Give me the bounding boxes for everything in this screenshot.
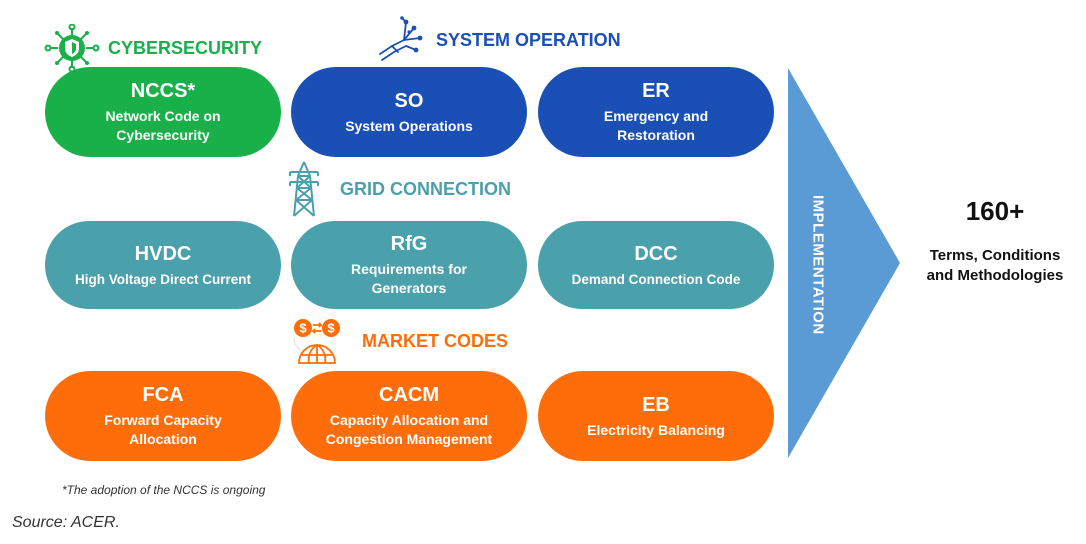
code-abbreviation: HVDC — [134, 242, 192, 265]
heading-market-codes: $ $ MARKET CODES — [292, 317, 508, 365]
code-abbreviation: CACM — [379, 384, 439, 406]
implementation-arrow — [788, 68, 900, 458]
source-note: Source: ACER. — [12, 514, 120, 531]
heading-label: SYSTEM OPERATION — [436, 29, 621, 50]
code-abbreviation: FCA — [142, 384, 184, 406]
heading-label: CYBERSECURITY — [108, 37, 263, 58]
code-card-rfg: RfG Requirements for Generators — [291, 221, 527, 309]
heading-system-operation: SYSTEM OPERATION — [376, 16, 621, 64]
code-card-er: ER Emergency and Restoration — [538, 67, 774, 157]
code-abbreviation: ER — [642, 80, 670, 102]
currency-exchange-globe-icon: $ $ — [293, 319, 340, 364]
code-abbreviation: DCC — [634, 242, 678, 265]
code-card-hvdc: HVDC High Voltage Direct Current — [45, 221, 281, 309]
heading-label: GRID CONNECTION — [340, 178, 511, 199]
code-card-eb: EB Electricity Balancing — [538, 371, 774, 461]
shield-network-icon — [44, 24, 100, 72]
code-abbreviation: SO — [394, 89, 424, 112]
heading-label: MARKET CODES — [362, 330, 509, 351]
implementation-label: IMPLEMENTATION — [809, 195, 827, 335]
code-card-nccs: NCCS* Network Code on Cybersecurity — [45, 67, 281, 157]
svg-text:$: $ — [327, 321, 335, 336]
code-full-name: Requirements for Generators — [351, 261, 467, 296]
code-abbreviation: RfG — [390, 233, 428, 255]
code-full-name: System Operations — [345, 117, 473, 134]
code-abbreviation: EB — [642, 393, 670, 416]
code-card-cacm: CACM Capacity Allocation and Congestion … — [291, 371, 527, 461]
code-full-name: Forward Capacity Allocation — [104, 412, 222, 447]
result-label: Terms, Conditions and Methodologies — [926, 247, 1064, 284]
heading-grid-connection: GRID CONNECTION — [286, 160, 511, 218]
code-full-name: Network Code on Cybersecurity — [105, 108, 221, 143]
result-count: 160+ — [965, 196, 1025, 226]
code-card-fca: FCA Forward Capacity Allocation — [45, 371, 281, 461]
code-full-name: Emergency and Restoration — [603, 108, 709, 143]
svg-text:$: $ — [299, 321, 307, 336]
code-card-so: SO System Operations — [291, 67, 527, 157]
code-abbreviation: NCCS* — [130, 80, 196, 102]
code-full-name: High Voltage Direct Current — [74, 271, 252, 287]
circuit-hand-icon — [379, 16, 423, 61]
code-full-name: Demand Connection Code — [571, 271, 741, 287]
code-full-name: Capacity Allocation and Congestion Manag… — [325, 412, 493, 447]
transmission-tower-icon — [289, 161, 319, 217]
code-card-dcc: DCC Demand Connection Code — [538, 221, 774, 309]
footnote: *The adoption of the NCCS is ongoing — [62, 483, 266, 497]
code-full-name: Electricity Balancing — [587, 421, 725, 438]
heading-cybersecurity: CYBERSECURITY — [44, 24, 262, 72]
